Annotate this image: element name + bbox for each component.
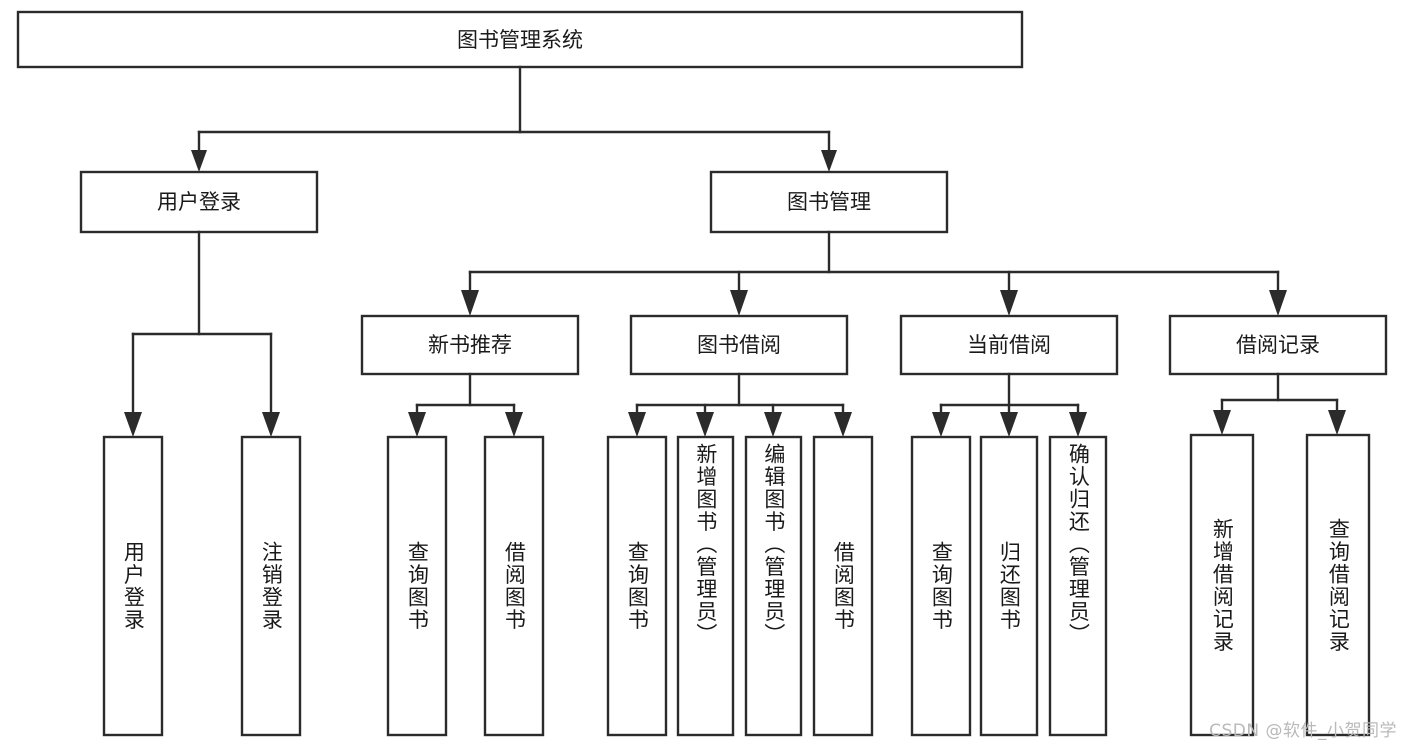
- node-user-login-box[interactable]: [79, 170, 319, 234]
- leaf-box-query-book-2[interactable]: [606, 435, 668, 737]
- leaf-box-return-book[interactable]: [979, 435, 1039, 737]
- leaf-box-query-book-3[interactable]: [910, 435, 972, 737]
- leaf-box-edit-book-admin[interactable]: [744, 435, 803, 737]
- node-book-management-label: 图书管理: [787, 190, 871, 214]
- connector-book-management-to-level3: [461, 230, 1287, 316]
- node-new-book-recommend-box[interactable]: [360, 314, 580, 376]
- leaf-box-add-book-admin[interactable]: [676, 435, 735, 737]
- arrow-head-icon: [730, 290, 748, 316]
- node-borrow-record-label: 借阅记录: [1236, 333, 1320, 357]
- arrow-head-icon: [764, 412, 782, 437]
- node-current-borrow-label: 当前借阅: [967, 333, 1051, 357]
- arrow-head-icon: [696, 412, 714, 437]
- node-root-box[interactable]: [16, 10, 1024, 69]
- arrow-head-icon: [1213, 410, 1231, 435]
- connector-user-login-to-leaves: [124, 230, 280, 437]
- arrow-head-icon: [1069, 412, 1087, 437]
- node-new-book-recommend[interactable]: 新书推荐: [360, 314, 580, 376]
- node-new-book-recommend-label: 新书推荐: [428, 333, 512, 357]
- node-book-borrow[interactable]: 图书借阅: [629, 314, 849, 376]
- arrow-head-icon: [628, 412, 646, 437]
- leaf-box-borrow-book-2[interactable]: [812, 435, 874, 737]
- node-current-borrow[interactable]: 当前借阅: [899, 314, 1119, 376]
- connector-current-borrow-to-leaves: [932, 372, 1087, 437]
- node-user-login[interactable]: 用户登录: [79, 170, 319, 234]
- connector-book-borrow-to-leaves: [628, 372, 852, 437]
- arrow-head-icon: [932, 412, 950, 437]
- arrow-head-icon: [505, 412, 523, 437]
- node-book-borrow-label: 图书借阅: [697, 333, 781, 357]
- leaf-box-user-login[interactable]: [102, 435, 164, 737]
- leaf-box-borrow-book-1[interactable]: [483, 435, 545, 737]
- node-root[interactable]: 图书管理系统: [16, 10, 1024, 69]
- leaf-box-add-borrow-record[interactable]: [1189, 433, 1255, 737]
- node-book-management[interactable]: 图书管理: [709, 170, 949, 234]
- arrow-head-icon: [1000, 412, 1018, 437]
- arrow-head-icon: [461, 290, 479, 316]
- node-user-login-label: 用户登录: [157, 190, 241, 214]
- node-borrow-record[interactable]: 借阅记录: [1168, 314, 1388, 376]
- arrow-head-icon: [1000, 290, 1018, 316]
- arrow-head-icon: [1328, 410, 1346, 435]
- arrow-head-icon: [834, 412, 852, 437]
- connector-root-to-level2: [191, 65, 837, 172]
- leaf-box-confirm-return-admin[interactable]: [1048, 435, 1108, 737]
- node-root-label: 图书管理系统: [457, 28, 583, 52]
- leaf-box-logout[interactable]: [240, 435, 302, 737]
- arrow-head-icon: [408, 412, 426, 437]
- connector-new-book-to-leaves: [408, 372, 523, 437]
- leaf-box-query-borrow-record[interactable]: [1305, 433, 1371, 737]
- leaf-box-query-book-1[interactable]: [386, 435, 448, 737]
- node-current-borrow-box[interactable]: [899, 314, 1119, 376]
- arrow-head-icon: [821, 150, 837, 172]
- connector-borrow-record-to-leaves: [1213, 372, 1346, 435]
- arrow-head-icon: [262, 412, 280, 437]
- arrow-head-icon: [191, 150, 207, 172]
- arrow-head-icon: [1269, 290, 1287, 316]
- arrow-head-icon: [124, 412, 142, 437]
